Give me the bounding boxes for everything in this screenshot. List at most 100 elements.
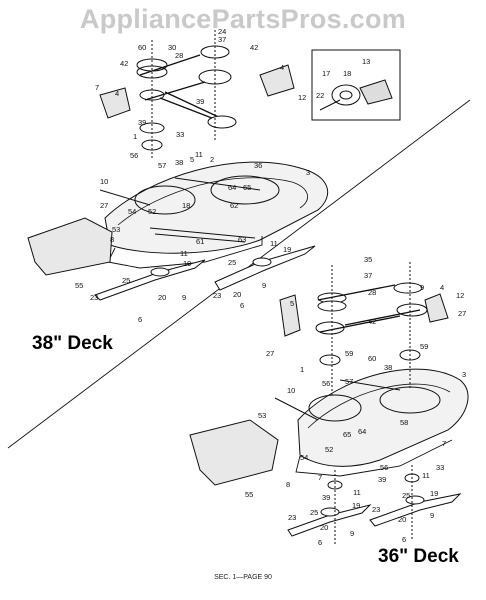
- drive-belt-36: [317, 284, 421, 333]
- callout: 55: [245, 490, 253, 499]
- discharge-chute-55: [27, 217, 113, 276]
- belt-guard-5: [279, 294, 301, 337]
- callout: 4: [440, 283, 444, 292]
- callout: 19: [352, 501, 360, 510]
- callout: 11: [353, 488, 361, 497]
- spindle-b-left: [319, 354, 341, 366]
- callout: 36: [254, 161, 262, 170]
- callout: 28: [175, 51, 183, 60]
- callout: 1: [133, 132, 137, 141]
- callout: 25: [310, 508, 318, 517]
- baffle-61: [149, 227, 256, 243]
- callout: 20: [233, 290, 241, 299]
- callout: 42: [250, 43, 258, 52]
- callout: 24: [218, 27, 226, 36]
- callout: 30: [168, 43, 176, 52]
- callout: 3: [462, 370, 466, 379]
- callouts-36: 35 37 28 9 4 5 12 27 27 42 59 59 60 38 1…: [245, 255, 466, 547]
- deck-36-assembly: [189, 262, 469, 545]
- callout: 9: [420, 283, 424, 292]
- callout: 9: [262, 281, 266, 290]
- callout: 19: [283, 245, 291, 254]
- callouts-38: 7 37 28 42 42 4 4 39 39 33 1 56 38 11 57…: [75, 27, 310, 324]
- callout: 11: [195, 150, 203, 159]
- rod-10-b: [274, 397, 319, 421]
- callout: 64: [358, 427, 366, 436]
- callout: 5: [290, 299, 294, 308]
- belt-guard-4-right: [259, 64, 295, 97]
- callout: 4: [280, 63, 284, 72]
- callout: 38: [384, 363, 392, 372]
- callouts-inset: 13 17 18 22: [316, 57, 370, 100]
- bracket-57-b: [339, 379, 401, 391]
- callout: 11: [422, 471, 430, 480]
- callout: 20: [320, 523, 328, 532]
- discharge-chute-55-b: [189, 419, 279, 486]
- callout: 12: [298, 93, 306, 102]
- blade-adapter-25-b-left: [320, 507, 340, 517]
- callout: 18: [343, 69, 351, 78]
- callout: 25: [228, 258, 236, 267]
- inset-idler-detail: [311, 49, 401, 121]
- belt-guard-4-b: [424, 293, 449, 323]
- callout: 19: [430, 489, 438, 498]
- callout: 27: [458, 309, 466, 318]
- page-footer: SEC. 1—PAGE 90: [214, 574, 272, 581]
- drive-belt-38: [139, 54, 231, 126]
- rod-10: [99, 189, 151, 206]
- callout: 6: [138, 315, 142, 324]
- callout: 19: [183, 259, 191, 268]
- callout: 64: [228, 183, 236, 192]
- blade-adapter-25-left: [150, 267, 170, 277]
- blade-adapter-25-right: [252, 257, 272, 267]
- callout: 17: [322, 69, 330, 78]
- callout: 42: [120, 59, 128, 68]
- callout: 37: [218, 35, 226, 44]
- callout: 9: [430, 511, 434, 520]
- callout: 5: [190, 155, 194, 164]
- deck-36-label: 36" Deck: [378, 546, 459, 567]
- callout: 53: [112, 225, 120, 234]
- callout: 10: [100, 177, 108, 186]
- callout: 54: [300, 453, 308, 462]
- watermark: AppliancePartsPros.com: [79, 4, 407, 34]
- callout: 4: [115, 89, 119, 98]
- callout: 52: [148, 207, 156, 216]
- callout: 58: [400, 418, 408, 427]
- deck-38-housing: [104, 161, 329, 254]
- callout: 61: [196, 237, 204, 246]
- deck-36-left-spindle-well: [308, 394, 362, 422]
- callout: 9: [182, 293, 186, 302]
- callout: 25: [402, 491, 410, 500]
- callout: 7: [95, 83, 99, 92]
- callout: 39: [322, 493, 330, 502]
- callout: 53: [258, 411, 266, 420]
- callout: 37: [364, 271, 372, 280]
- callout: 3: [306, 168, 310, 177]
- callout: 8: [110, 235, 114, 244]
- callout: 11: [180, 249, 188, 258]
- callout: 57: [345, 377, 353, 386]
- callout: 56: [322, 379, 330, 388]
- callout: 35: [364, 255, 372, 264]
- callout: 54: [128, 207, 136, 216]
- callout: 6: [240, 301, 244, 310]
- callout: 38: [175, 158, 183, 167]
- callout: 8: [286, 480, 290, 489]
- callout: 23: [213, 291, 221, 300]
- callout: 60: [368, 354, 376, 363]
- callout: 20: [398, 515, 406, 524]
- deck-38-label: 38" Deck: [32, 333, 113, 354]
- belt-guard-4-left: [99, 87, 131, 119]
- callout: 13: [362, 57, 370, 66]
- callout: 57: [158, 161, 166, 170]
- callout: 52: [325, 445, 333, 454]
- callout: 11: [270, 239, 278, 248]
- callout: 55: [75, 281, 83, 290]
- bracket-57: [174, 177, 261, 191]
- callout: 59: [420, 342, 428, 351]
- callout: 27: [266, 349, 274, 358]
- callout: 39: [196, 97, 204, 106]
- callout: 25: [122, 276, 130, 285]
- callout: 2: [210, 155, 214, 164]
